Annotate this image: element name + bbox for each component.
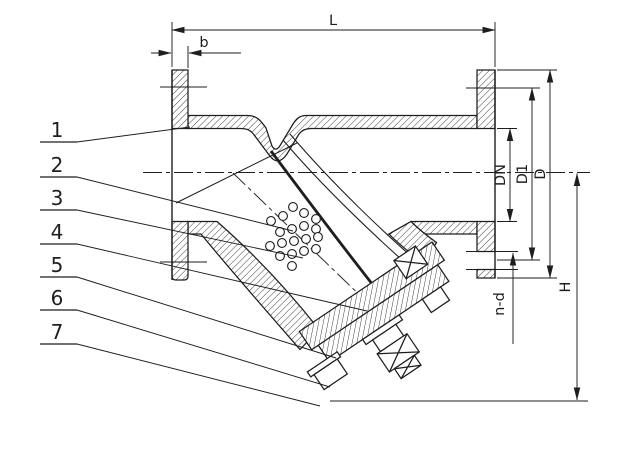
drain-plug-head-x2: [388, 333, 408, 373]
drain-plug-tip-x2: [400, 354, 415, 379]
callout-1: 1: [40, 118, 191, 143]
callout-7: 7: [40, 320, 321, 407]
callout-2-leader: [76, 176, 294, 232]
callout-4-number: 4: [51, 220, 64, 244]
callout-3-number: 3: [51, 186, 64, 210]
part-callouts: 1 2 3 4 5 6 7: [40, 118, 368, 407]
callout-5: 5: [40, 253, 337, 359]
body-bottom-wall-left: [187, 220, 320, 351]
screen-left-edge: [269, 150, 382, 295]
strainer-screen: [175, 133, 435, 295]
label-D: D: [533, 168, 549, 179]
cap-bolt-upper-head-x2: [405, 245, 417, 279]
label-b: b: [199, 35, 208, 51]
label-L: L: [329, 13, 337, 29]
callout-5-leader: [76, 276, 337, 359]
body-top-wall: [187, 114, 478, 162]
right-flange-bottom-lower: [476, 268, 496, 279]
cap-bolt-upper: [392, 245, 451, 314]
callout-5-number: 5: [51, 253, 64, 277]
cap-bolt-lower: [306, 350, 349, 391]
label-H: H: [558, 282, 574, 293]
right-flange: [466, 69, 540, 279]
dimension-D1: [497, 87, 540, 261]
dimensions: [151, 22, 588, 402]
right-flange-bottom-upper: [476, 220, 496, 253]
callout-7-leader: [76, 343, 321, 407]
callout-4-leader: [76, 243, 368, 312]
dimension-b: [151, 46, 241, 68]
cap-bolt-lower-nut: [313, 358, 349, 391]
valve-body: [160, 69, 540, 351]
callout-6: 6: [40, 286, 331, 388]
callout-3: 3: [40, 186, 304, 259]
label-D1: D1: [515, 164, 531, 184]
dimension-D: [497, 69, 557, 279]
dimension-L: [171, 22, 496, 67]
label-DN: DN: [493, 164, 509, 186]
left-flange: [160, 69, 207, 281]
callout-2-number: 2: [51, 153, 64, 177]
callout-4: 4: [40, 220, 368, 312]
callout-1-leader: [76, 126, 191, 143]
callout-1-number: 1: [51, 118, 64, 142]
label-n-d: n-d: [492, 292, 508, 316]
drain-plug: [361, 314, 422, 380]
cap-bolt-upper-nut: [421, 286, 451, 314]
right-flange-top: [476, 69, 496, 130]
callout-3-leader: [76, 209, 304, 259]
dimension-labels: L b DN D1 D H n-d: [199, 13, 574, 316]
branch-cap-assembly: [298, 241, 451, 391]
callout-6-leader: [76, 309, 331, 388]
screen-perforations: [265, 202, 323, 271]
dimension-DN: [497, 127, 517, 223]
left-flange-top: [171, 69, 189, 130]
callout-6-number: 6: [51, 286, 64, 310]
callout-7-number: 7: [51, 320, 64, 344]
dimension-H: [330, 172, 588, 402]
screen-seat-edge-line: [175, 142, 298, 204]
callout-2: 2: [40, 153, 294, 232]
